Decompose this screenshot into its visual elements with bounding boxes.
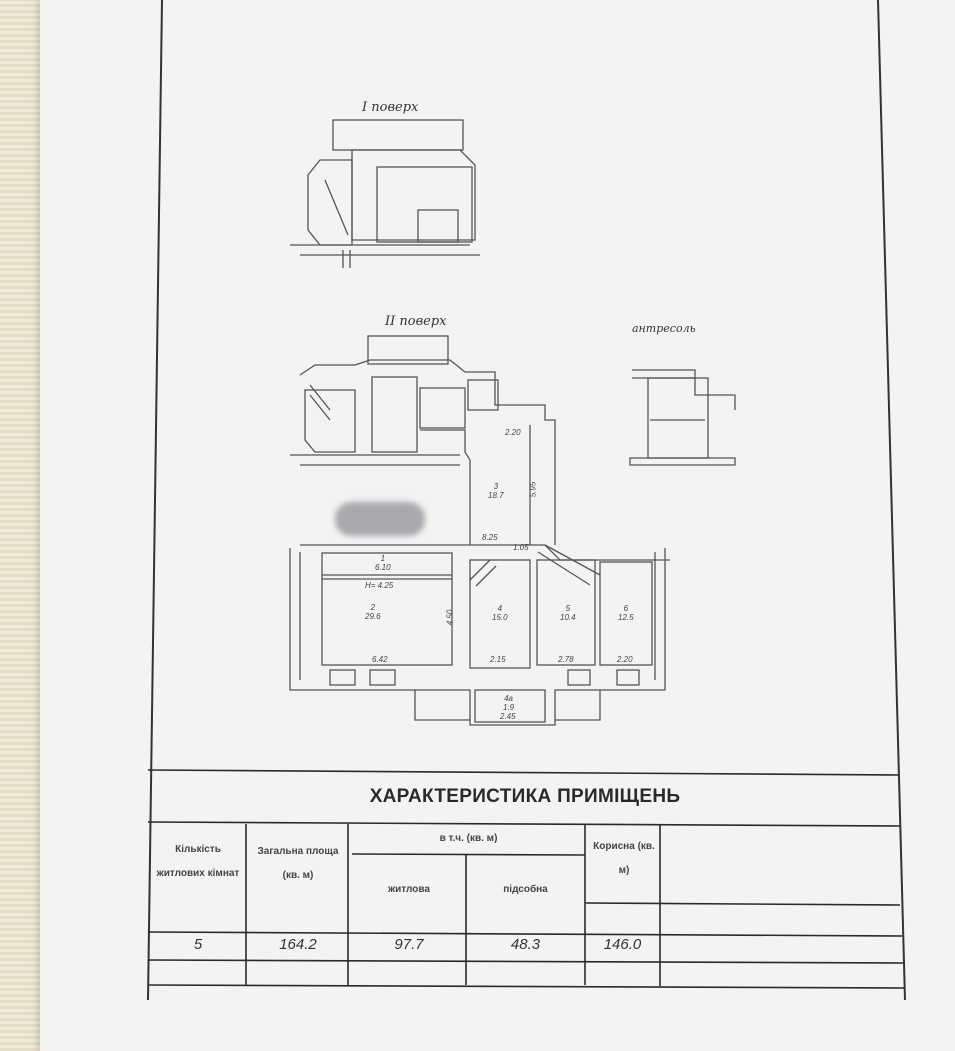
floor2-upper-plan (290, 335, 556, 545)
mezzanine-plan (629, 369, 736, 466)
dimension: 5.95 (528, 481, 538, 498)
table-title: ХАРАКТЕРИСТИКА ПРИМІЩЕНЬ (369, 786, 681, 807)
dimension: 1.05 (513, 543, 529, 552)
dimension: 2.15 (490, 655, 506, 664)
cell-auxiliary: 48.3 (510, 936, 541, 953)
cell-total-area: 164.2 (279, 936, 317, 953)
cell-living: 97.7 (394, 936, 424, 953)
mezzanine-label: антресоль (632, 322, 696, 335)
document-sheet (40, 0, 955, 1051)
dimension: 6.42 (372, 655, 388, 664)
header-auxiliary: підсобна (503, 884, 548, 895)
header-total-area: Загальна площа (кв. м) (257, 846, 339, 881)
header-incl: в т.ч. (кв. м) (439, 833, 498, 844)
cell-rooms-count: 5 (193, 936, 203, 953)
floor1-plan (290, 119, 480, 268)
dimension: 2.20 (505, 428, 521, 437)
cell-useful: 146.0 (603, 936, 642, 953)
height-note: Н= 4.25 (365, 581, 394, 590)
dimension: 8.25 (482, 533, 498, 542)
header-rooms-count: Кількість житлових кімнат (156, 844, 240, 879)
header-useful: Корисна (кв. м) (593, 841, 655, 876)
floor2-label: II поверх (385, 314, 447, 329)
header-living: житлова (388, 884, 430, 895)
dimension: 2.20 (617, 655, 633, 664)
dimension: 2.78 (558, 655, 574, 664)
characteristics-table-grid (147, 769, 905, 989)
floor2-main-plan (289, 544, 670, 726)
redacted-area (335, 502, 425, 536)
floor1-label: I поверх (362, 100, 419, 115)
dimension: 4.50 (445, 609, 455, 626)
dimension: 2.45 (500, 712, 516, 721)
